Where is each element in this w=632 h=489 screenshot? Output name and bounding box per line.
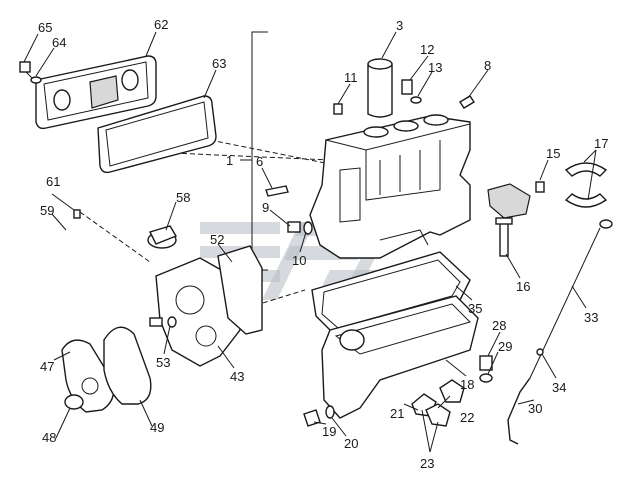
breather-fitting[interactable] — [73, 209, 81, 219]
callout-3: 3 — [396, 18, 403, 33]
valve-cover-bolt[interactable] — [19, 61, 33, 79]
breather-hose[interactable] — [62, 226, 75, 291]
oring-10[interactable] — [303, 221, 313, 235]
callout-18: 18 — [460, 377, 474, 392]
callout-53: 53 — [156, 355, 170, 370]
callout-64: 64 — [52, 35, 66, 50]
plug-11[interactable] — [333, 103, 343, 115]
callout-43: 43 — [230, 369, 244, 384]
callout-10: 10 — [292, 253, 306, 268]
callout-65: 65 — [38, 20, 52, 35]
callout-34: 34 — [552, 380, 566, 395]
callout-13: 13 — [428, 60, 442, 75]
callout-11: 11 — [344, 70, 358, 85]
callout-12: 12 — [420, 42, 434, 57]
callout-29: 29 — [498, 339, 512, 354]
timing-cover-gasket[interactable] — [217, 245, 263, 335]
washer-13[interactable] — [410, 96, 422, 104]
valve-cover-gasket[interactable] — [97, 95, 217, 174]
dipstick-clip[interactable] — [536, 348, 544, 356]
callout-62: 62 — [154, 17, 168, 32]
valve-cover-washer[interactable] — [30, 76, 42, 84]
main-bearing-bolt[interactable] — [495, 217, 513, 257]
callout-22: 22 — [460, 410, 474, 425]
drain-plug[interactable] — [303, 409, 321, 427]
callout-35: 35 — [468, 301, 482, 316]
callout-52: 52 — [210, 232, 224, 247]
bearing-shell-upper[interactable] — [564, 162, 608, 177]
callout-8: 8 — [484, 58, 491, 73]
item-1-bracket — [240, 31, 268, 271]
pin-15[interactable] — [535, 181, 545, 193]
callout-15: 15 — [546, 146, 560, 161]
oil-pan[interactable] — [321, 295, 479, 419]
dowel-6[interactable] — [265, 185, 289, 197]
callout-59: 59 — [40, 203, 54, 218]
bearing-shell-lower[interactable] — [564, 193, 608, 208]
fitting-seal[interactable] — [479, 373, 493, 383]
cover-plate-23[interactable] — [425, 403, 451, 427]
cylinder-sleeve[interactable] — [367, 58, 393, 118]
callout-33: 33 — [584, 310, 598, 325]
callout-17: 17 — [594, 136, 608, 151]
timing-cover[interactable] — [155, 257, 241, 367]
callout-23: 23 — [420, 456, 434, 471]
callout-19: 19 — [322, 424, 336, 439]
valve-cover[interactable] — [35, 55, 157, 130]
callout-61: 61 — [46, 174, 60, 189]
callout-1: 1 — [226, 153, 233, 168]
callout-labels: 65 64 62 63 3 12 13 11 8 1 6 9 10 15 17 … — [38, 17, 608, 471]
sensor-12[interactable] — [401, 79, 413, 95]
pin-8[interactable] — [459, 95, 475, 109]
callout-28: 28 — [492, 318, 506, 333]
callout-58: 58 — [176, 190, 190, 205]
drain-plug-washer[interactable] — [325, 405, 335, 419]
callout-63: 63 — [212, 56, 226, 71]
callout-30: 30 — [528, 401, 542, 416]
callout-21: 21 — [390, 406, 404, 421]
callout-48: 48 — [42, 430, 56, 445]
callout-6: 6 — [256, 154, 263, 169]
oil-fitting[interactable] — [479, 355, 493, 371]
callout-49: 49 — [150, 420, 164, 435]
front-seal[interactable] — [64, 394, 84, 410]
main-bearing-cap[interactable] — [487, 183, 531, 219]
engine-block[interactable] — [309, 114, 471, 259]
callout-20: 20 — [344, 436, 358, 451]
callout-16: 16 — [516, 279, 530, 294]
callout-47: 47 — [40, 359, 54, 374]
cover-plate-22[interactable] — [439, 379, 465, 403]
oil-filler-cap[interactable] — [147, 225, 178, 249]
front-plate-gasket[interactable] — [103, 326, 152, 405]
plug-9[interactable] — [287, 221, 301, 233]
dipstick-tube[interactable] — [507, 377, 531, 445]
callout-9: 9 — [262, 200, 269, 215]
timing-cover-bolt[interactable] — [149, 316, 177, 328]
leader-lines — [23, 31, 597, 453]
